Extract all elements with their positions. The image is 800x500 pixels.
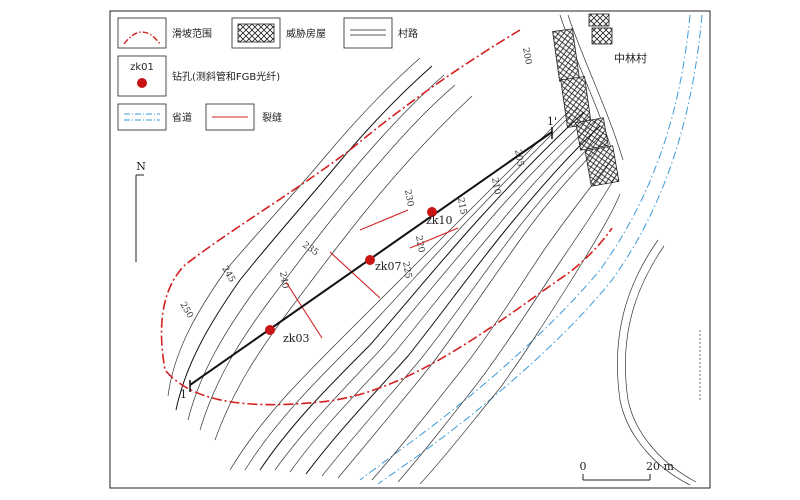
boreholes: zk03 zk07 zk10: [265, 207, 452, 345]
legend: 滑坡范围 威胁房屋 村路 zk01 钻孔(测斜管和FGB光纤) 省道 裂缝: [117, 17, 418, 131]
legend-box-landslide: [117, 17, 167, 49]
house-hatch-icon: [237, 23, 275, 43]
contour-label: 230: [402, 189, 415, 208]
landslide-boundary-icon: [123, 31, 161, 45]
house: [591, 27, 613, 45]
crack: [329, 251, 381, 299]
borehole-label-zk03: zk03: [283, 332, 309, 345]
borehole-label-zk10: zk10: [426, 214, 452, 227]
crack: [409, 227, 459, 249]
borehole-dot-icon: [137, 78, 147, 88]
contour-label: 225: [400, 261, 413, 280]
borehole-zk07: [365, 255, 375, 265]
legend-box-crack: [205, 103, 255, 131]
profile-start-label: 1: [180, 388, 187, 401]
borehole-zk03: [265, 325, 275, 335]
profile-end-label: 1': [547, 115, 557, 128]
contours: [167, 57, 621, 485]
legend-crack-label: 裂缝: [262, 111, 282, 124]
scale-distance-label: 20 m: [646, 460, 674, 473]
landslide-boundary: [160, 29, 613, 406]
scale-zero-label: 0: [580, 460, 587, 473]
legend-box-borehole: [117, 55, 167, 97]
legend-box-highway: [117, 103, 167, 131]
north-arrow: N: [135, 160, 146, 262]
legend-house-label: 威胁房屋: [286, 27, 326, 40]
crack: [359, 209, 409, 231]
house: [552, 28, 580, 82]
house: [584, 145, 620, 187]
borehole-zk10: [427, 207, 437, 217]
north-label: N: [136, 160, 146, 173]
legend-road-label: 村路: [398, 27, 418, 40]
legend-borehole-label: 钻孔(测斜管和FGB光纤): [172, 70, 280, 83]
contour-label: 210: [489, 177, 502, 196]
legend-highway-label: 省道: [172, 111, 192, 124]
cracks: [285, 209, 459, 339]
house: [588, 13, 610, 27]
legend-borehole-symbol: zk01: [130, 62, 154, 73]
legend-box-house: [231, 17, 281, 49]
contour-label: 200: [520, 47, 533, 66]
village-label: 中林村: [614, 51, 647, 65]
crack: [285, 281, 323, 339]
scale-bar: 0 20 m: [580, 460, 675, 481]
contour-label: 215: [455, 197, 468, 216]
legend-box-road: [343, 17, 393, 49]
contour-label: 245: [219, 265, 236, 285]
borehole-label-zk07: zk07: [375, 260, 401, 273]
contour-label: 240: [277, 271, 290, 290]
legend-landslide-label: 滑坡范围: [172, 27, 212, 40]
threatened-houses: [552, 13, 620, 187]
highway: [359, 14, 703, 485]
contour-label: 250: [177, 301, 194, 321]
map-frame: [109, 10, 711, 489]
